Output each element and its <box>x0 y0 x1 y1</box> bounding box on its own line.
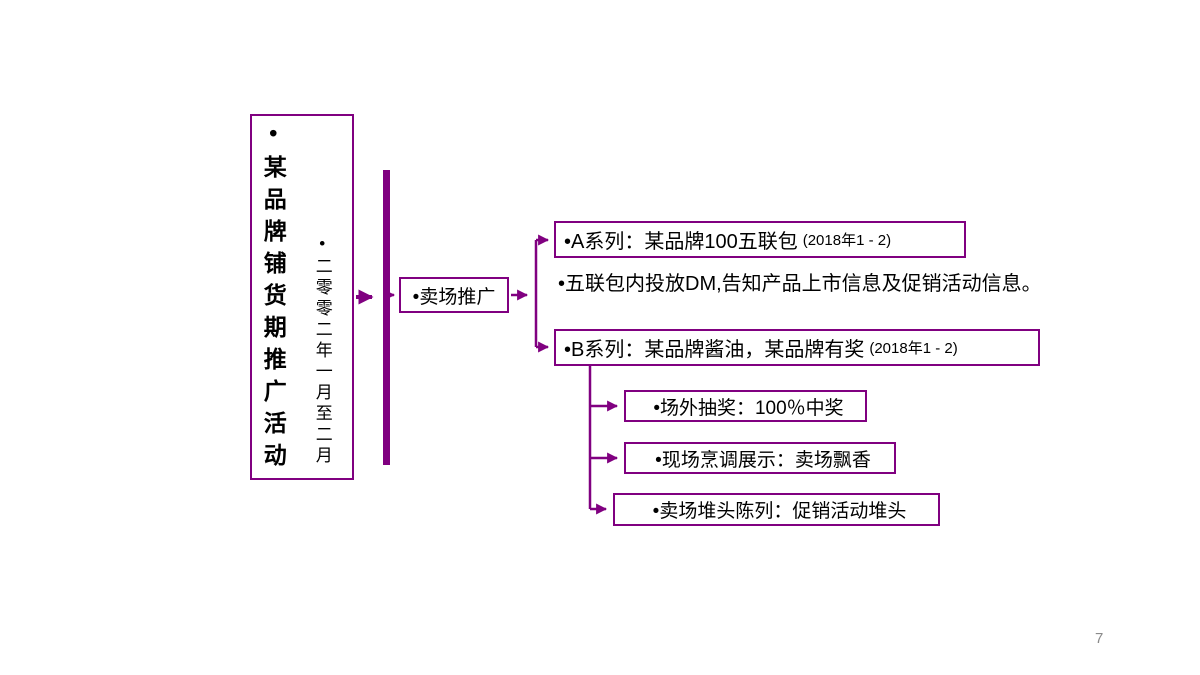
series-b-box: •B系列：某品牌酱油，某品牌有奖 (2018年1 - 2) <box>554 329 1040 366</box>
series-a-box: •A系列：某品牌100五联包 (2018年1 - 2) <box>554 221 966 258</box>
leaf-label-lottery: •场外抽奖：100％中奖 <box>653 397 844 419</box>
leaf-label-cooking-demo: •现场烹调展示：卖场飘香 <box>655 449 871 471</box>
leaf-box-lottery: •场外抽奖：100％中奖 <box>624 390 867 422</box>
leaf-label-display-stack: •卖场堆头陈列：促销活动堆头 <box>652 501 907 522</box>
root-title-text: •某品牌铺货期推广活动 <box>260 120 287 475</box>
series-b-label: •B系列：某品牌酱油，某品牌有奖 <box>564 339 865 361</box>
series-a-date: (2018年1 - 2) <box>802 232 892 249</box>
series-b-date: (2018年1 - 2) <box>869 340 958 357</box>
level1-box: •卖场推广 <box>399 277 509 313</box>
note-text: •五联包内投放DM,告知产品上市信息及促销活动信息。 <box>558 273 1042 295</box>
root-subtitle-text: •二零零二年一月至二月 <box>312 234 332 467</box>
root-title-box: •某品牌铺货期推广活动 •二零零二年一月至二月 <box>250 114 354 480</box>
page-number: 7 <box>1095 630 1104 647</box>
vertical-divider-bar <box>383 170 390 465</box>
level1-label: •卖场推广 <box>412 286 496 308</box>
leaf-box-display-stack: •卖场堆头陈列：促销活动堆头 <box>613 493 940 526</box>
series-a-label: •A系列：某品牌100五联包 <box>564 231 798 253</box>
leaf-box-cooking-demo: •现场烹调展示：卖场飘香 <box>624 442 896 474</box>
